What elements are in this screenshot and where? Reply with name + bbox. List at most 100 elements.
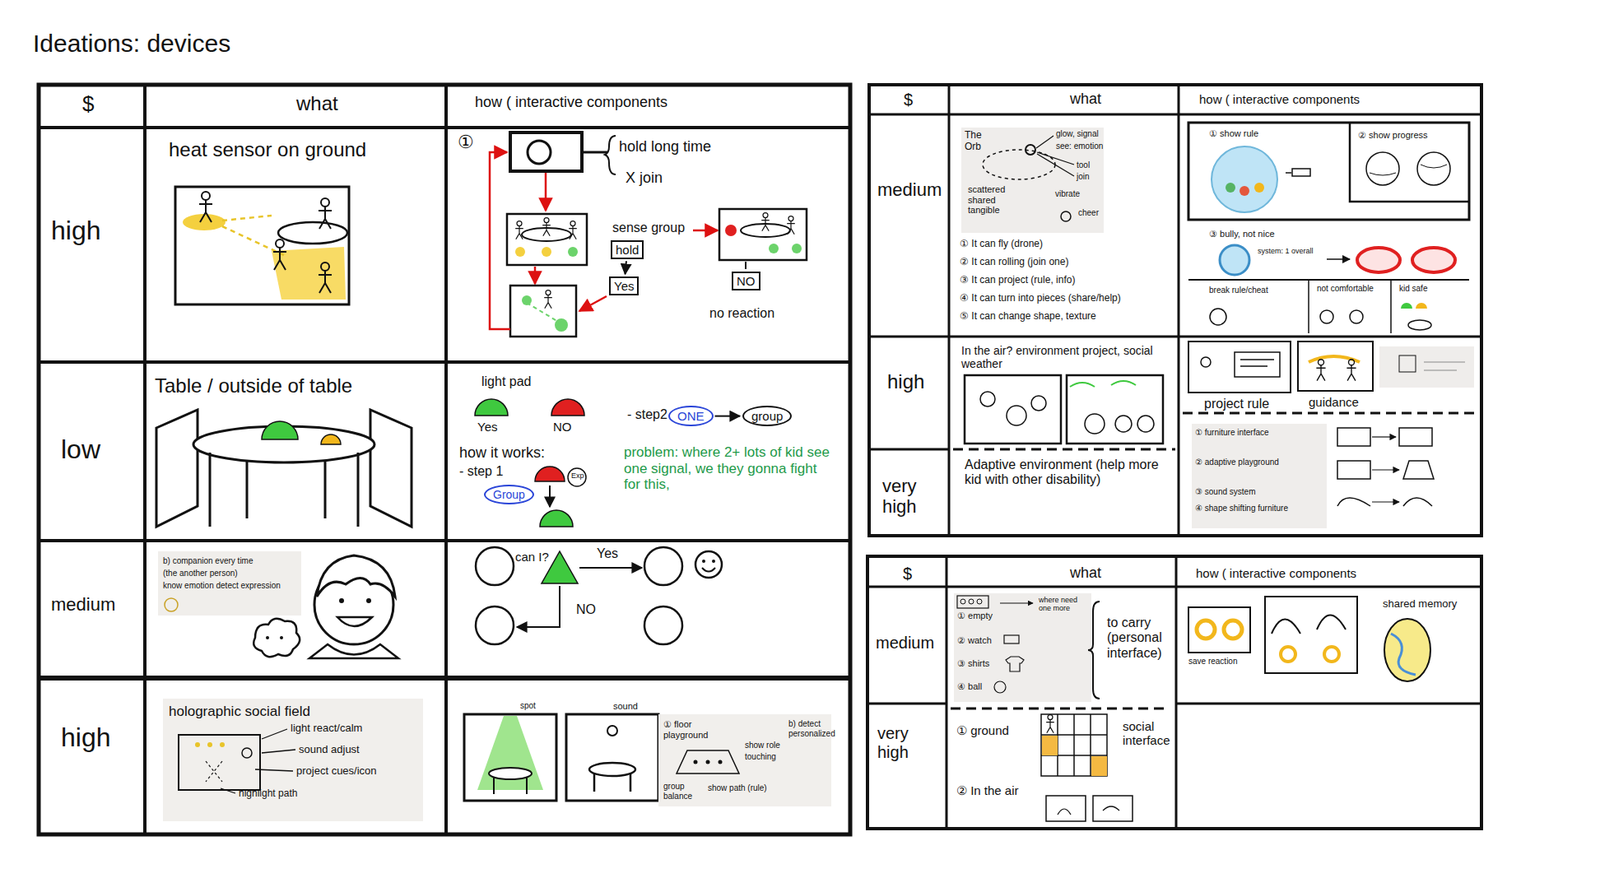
sketch-line	[38, 360, 851, 364]
sketch-rect	[175, 186, 349, 305]
sketch-label: to carry (personal interface)	[1106, 615, 1175, 661]
sketch-label: break rule/cheat	[1209, 285, 1269, 296]
sketch-label: ③ sound system	[1195, 487, 1256, 498]
sketch-label: ④ shape shifting furniture	[1195, 503, 1289, 514]
sketch-line	[1188, 279, 1470, 281]
sketch-rect	[658, 714, 832, 807]
sketch-label: ② In the air	[956, 783, 1019, 798]
sketch-label: light react/calm	[290, 722, 363, 735]
sketch-circle	[1320, 310, 1334, 324]
sketch-circle	[219, 742, 225, 748]
sketch-label: social interface	[1122, 719, 1174, 749]
sketch-ellipse	[1408, 320, 1432, 331]
sketch-circle	[515, 246, 526, 257]
sketch-circle	[195, 742, 200, 748]
page-title: Ideations: devices	[32, 29, 231, 59]
sketch-circle	[711, 559, 716, 563]
sketch-line	[579, 567, 642, 569]
sketch-line	[1182, 412, 1479, 415]
sketch-node: NO	[731, 271, 761, 291]
sketch-circle	[644, 606, 683, 645]
sketch-circle	[164, 598, 178, 612]
sketch-label: ② watch	[957, 635, 992, 647]
sketch-line	[744, 261, 747, 270]
sketch-label: ① empty	[957, 610, 993, 622]
sketch-rect	[964, 375, 1061, 444]
sketch-label: ③ bully, not nice	[1209, 228, 1275, 240]
sketch-label: medium	[877, 179, 942, 200]
sketch-label: ③ It can project (rule, info)	[959, 274, 1075, 287]
sketch-path	[1285, 172, 1292, 174]
sketch-label: Exp	[571, 471, 585, 480]
sketch-line	[693, 229, 718, 233]
sketch-circle	[1219, 245, 1250, 275]
sketch-rect	[1337, 427, 1371, 447]
sketch-circle	[960, 599, 966, 605]
sketch-label: scattered shared tangible	[967, 184, 1010, 216]
sketch-label: ① furniture interface	[1195, 427, 1270, 438]
sketch-circle	[279, 636, 284, 640]
sketch-circle	[1254, 182, 1265, 193]
sketch-circle	[567, 246, 578, 257]
sketch-label: ⑤ It can change shape, texture	[959, 311, 1097, 323]
sketch-line	[1390, 279, 1392, 334]
sketch-label: sound adjust	[298, 744, 360, 757]
sketch-label: touching	[744, 752, 777, 763]
sketch-rect	[510, 285, 577, 337]
sketch-circle	[768, 243, 779, 254]
sketch-label: high	[60, 722, 112, 754]
sketch-circle	[1280, 646, 1296, 662]
sketch-g	[1041, 714, 1107, 777]
sketch-line	[867, 702, 947, 706]
sketch-path	[1372, 436, 1396, 438]
sketch-g	[867, 556, 1482, 829]
sketch-line	[953, 448, 1176, 452]
sketch-circle	[554, 318, 568, 332]
sketch-label: The Orb	[964, 130, 993, 154]
sketch-path	[1423, 362, 1466, 371]
sketch-circle	[644, 547, 683, 586]
sketch-circle	[791, 243, 802, 254]
sketch-label: spot	[520, 701, 536, 712]
sketch-node: hold	[610, 240, 644, 260]
sketch-rect	[510, 132, 582, 172]
sketch-rect	[162, 698, 424, 822]
sketch-line	[38, 125, 851, 130]
sketch-circle	[521, 295, 532, 306]
sketch-ellipse	[1357, 247, 1400, 273]
node-text: Yes	[613, 279, 634, 294]
sketch-circle	[706, 760, 711, 765]
sketch-rect	[1234, 352, 1280, 377]
sketch-circle	[1223, 620, 1242, 639]
sketch-label: save reaction	[1188, 656, 1238, 667]
sketch-circle	[725, 224, 737, 237]
sketch-label: can I?	[515, 549, 549, 564]
sketch-rect	[1191, 423, 1327, 529]
sketch-circle	[1060, 211, 1071, 222]
sketch-path	[1372, 469, 1400, 470]
sketch-circle	[541, 246, 552, 257]
sketch-label: how ( interactive components	[1195, 566, 1357, 581]
sketch-rect	[1066, 375, 1163, 444]
sketch-label: join	[1076, 172, 1090, 182]
sketch-path	[337, 617, 373, 627]
node-text: group	[751, 409, 783, 424]
sketch-ellipse	[1384, 618, 1431, 682]
sketch-path	[1000, 603, 1033, 605]
sketch-circle	[1025, 144, 1036, 155]
sketch-use	[318, 198, 332, 229]
sketch-path	[604, 135, 616, 175]
sketch-rect	[961, 127, 1104, 233]
sketch-label: ④ ball	[957, 681, 982, 693]
sketch-label: shared memory	[1382, 598, 1457, 611]
sketch-node: Yes	[609, 276, 639, 296]
connector	[715, 415, 740, 418]
sketch-label: cheer	[1078, 208, 1099, 219]
sketch-polygon	[477, 716, 544, 791]
sketch-rect	[867, 556, 1482, 829]
sketch-circle	[1209, 308, 1227, 326]
sketch-circle	[695, 551, 722, 578]
sketch-label: b) companion every time	[162, 556, 254, 567]
sketch-label: NO	[576, 602, 596, 618]
sketch-label: what	[1069, 90, 1102, 108]
